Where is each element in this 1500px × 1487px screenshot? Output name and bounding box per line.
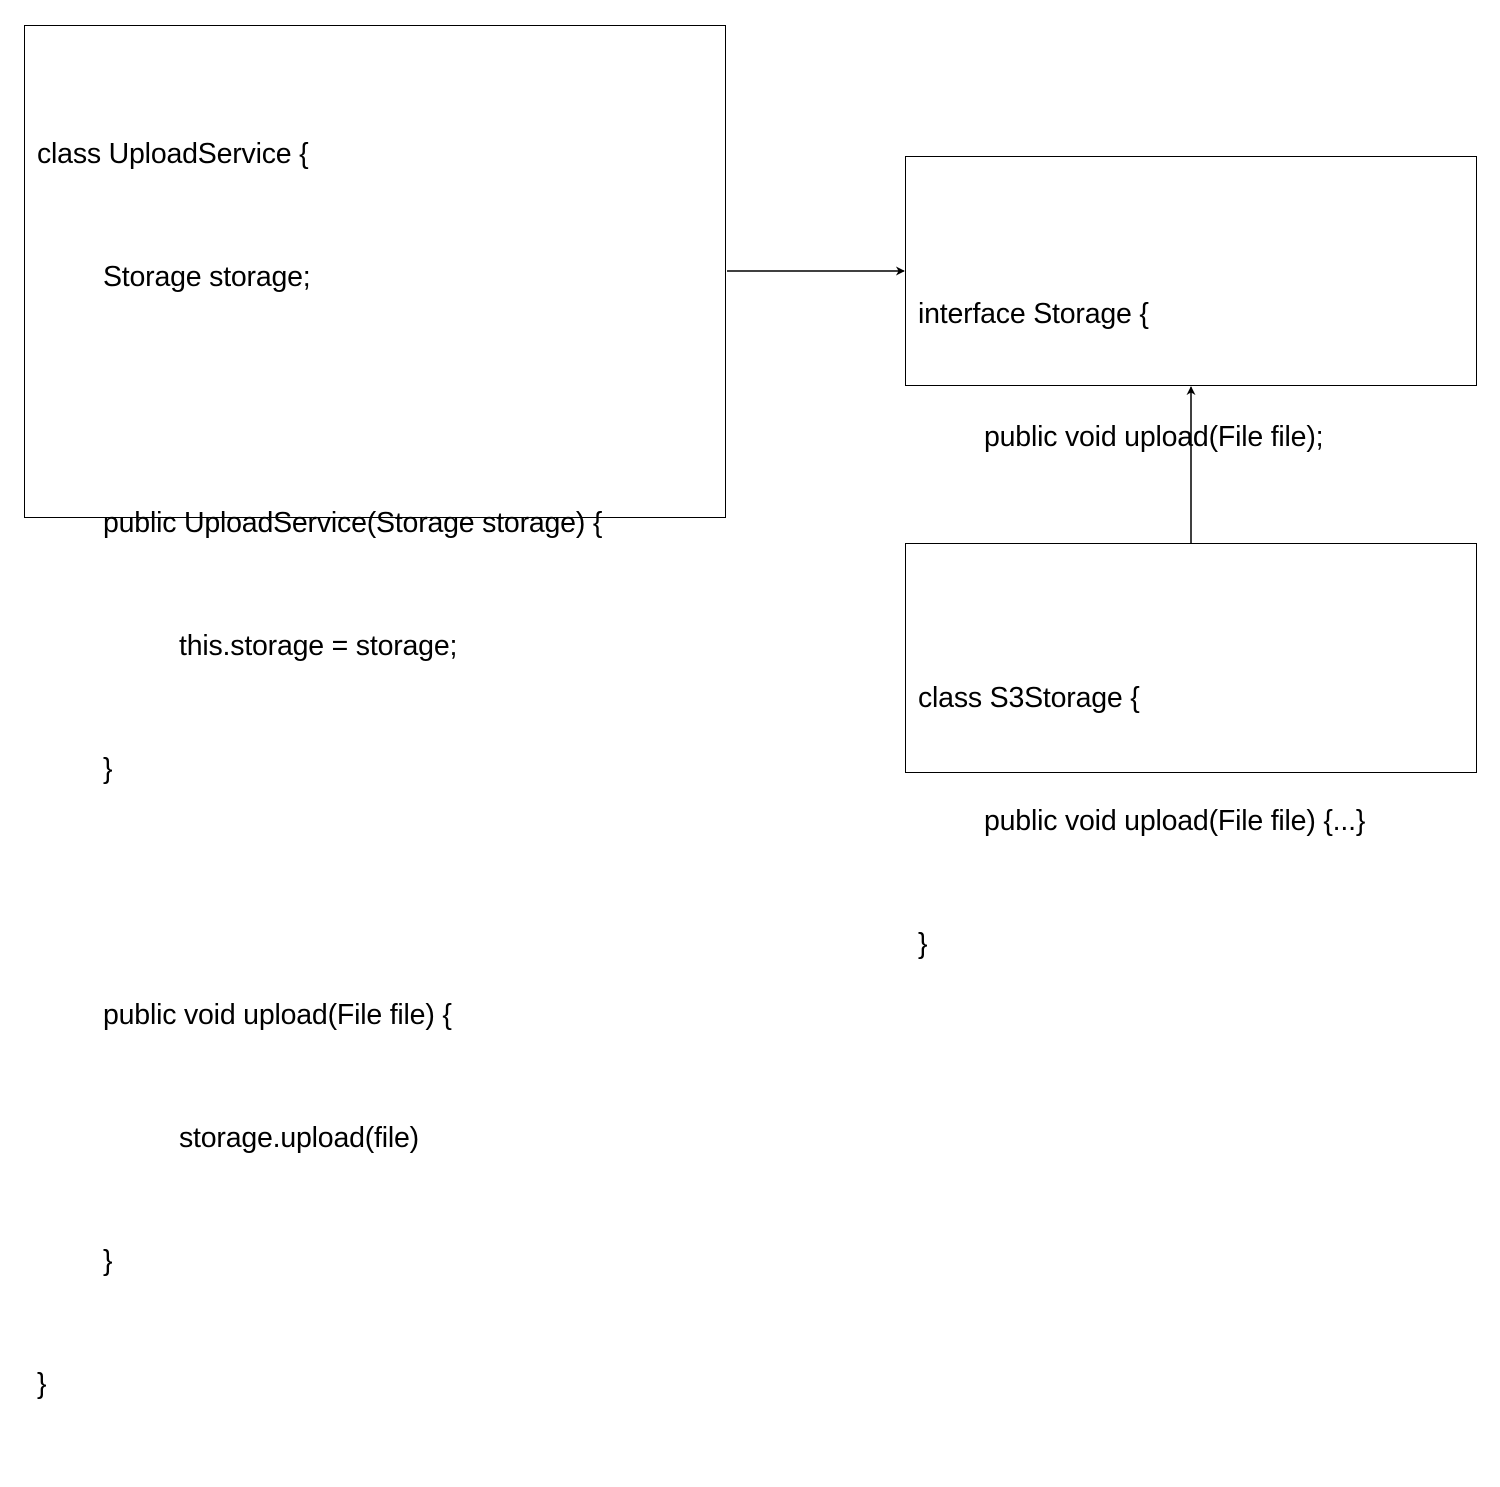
code-line: storage.upload(file) — [179, 1122, 419, 1154]
code-line: } — [918, 928, 928, 960]
s3-storage-code: class S3Storage { public void upload(Fil… — [918, 596, 1365, 1047]
code-line: } — [103, 753, 113, 785]
code-line-blank — [37, 380, 602, 421]
code-line: Storage storage; — [103, 261, 311, 293]
code-line: } — [103, 1245, 113, 1277]
code-line: interface Storage { — [918, 298, 1149, 330]
upload-service-code: class UploadService { Storage storage; p… — [37, 52, 602, 1487]
code-line-blank — [37, 872, 602, 913]
code-line: this.storage = storage; — [179, 630, 458, 662]
code-line: public UploadService(Storage storage) { — [103, 507, 603, 539]
code-line: public void upload(File file); — [984, 421, 1324, 453]
upload-service-class-box: class UploadService { Storage storage; p… — [24, 25, 726, 1400]
s3-storage-class-box: class S3Storage { public void upload(Fil… — [905, 543, 1477, 960]
code-line: class UploadService { — [37, 138, 309, 170]
storage-interface-box: interface Storage { public void upload(F… — [905, 156, 1477, 576]
code-line: public void upload(File file) {...} — [984, 805, 1366, 837]
storage-interface-code: interface Storage { public void upload(F… — [918, 212, 1324, 663]
code-line: class S3Storage { — [918, 682, 1140, 714]
code-line: public void upload(File file) { — [103, 999, 452, 1031]
code-line: } — [37, 1368, 47, 1400]
